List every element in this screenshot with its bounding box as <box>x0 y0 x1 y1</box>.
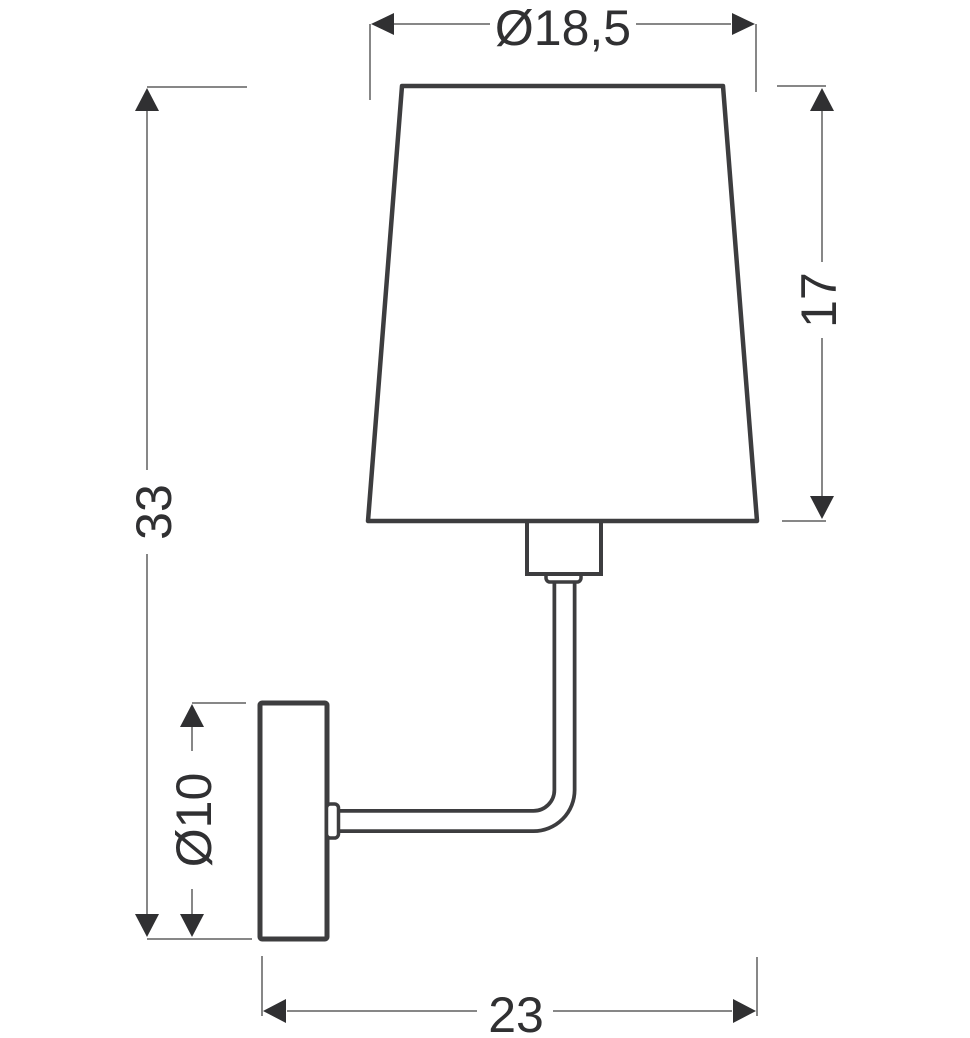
wall-plate <box>257 700 330 942</box>
lamp-socket <box>525 519 603 576</box>
dim-shade-height-label: 17 <box>791 272 847 328</box>
arm-flange <box>324 802 341 840</box>
lamp-outline <box>257 83 760 942</box>
dim-plate-diameter-arrow-down <box>180 914 204 937</box>
dim-shade-diameter-label: Ø18,5 <box>495 0 631 56</box>
dim-depth-label: 23 <box>488 987 544 1038</box>
dim-depth: 23 <box>261 956 758 1038</box>
dim-shade-diameter-arrow-right <box>732 13 755 35</box>
dim-shade-diameter: Ø18,5 <box>369 0 757 100</box>
dim-total-height-arrow-up <box>135 88 159 111</box>
dim-depth-arrow-left <box>263 999 286 1023</box>
dim-plate-diameter: Ø10 <box>166 702 246 937</box>
dimension-annotations: Ø18,5 17 33 <box>126 0 847 1038</box>
lamp-arm-tube-outer <box>336 573 577 833</box>
dim-total-height-label: 33 <box>126 484 182 540</box>
dim-total-height-arrow-down <box>135 914 159 937</box>
dim-shade-height-arrow-up <box>810 88 834 111</box>
dim-shade-diameter-arrow-left <box>371 13 394 35</box>
dim-total-height: 33 <box>126 86 252 940</box>
dim-plate-diameter-arrow-up <box>180 704 204 727</box>
lamp-arm-tube-inner <box>336 573 573 830</box>
lamp-shade <box>365 83 760 524</box>
dim-depth-arrow-right <box>733 999 756 1023</box>
dim-shade-height: 17 <box>777 85 847 522</box>
dim-shade-height-arrow-down <box>810 496 834 519</box>
dim-plate-diameter-label: Ø10 <box>166 773 222 868</box>
